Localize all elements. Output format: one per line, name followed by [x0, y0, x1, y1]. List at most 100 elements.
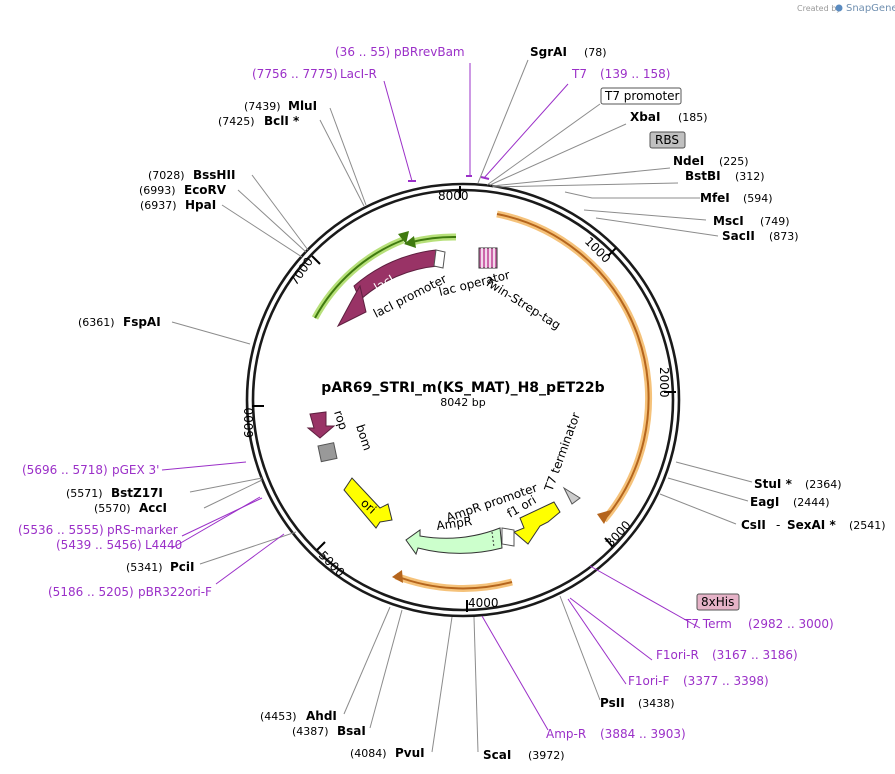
- primer-lacir-name: LacI-R: [340, 67, 377, 81]
- site-xbai-name: XbaI: [630, 110, 660, 124]
- site-sacii-pos: (873): [769, 230, 799, 243]
- snapgene-logo-icon: [835, 4, 843, 12]
- twin-strep-label: Twin-Strep-tag: [482, 274, 564, 332]
- site-xbai-pos: (185): [678, 111, 708, 124]
- orf-arc-green-1: [311, 231, 409, 320]
- laci-feature: [336, 249, 439, 328]
- tick-2000: 2000: [657, 367, 671, 398]
- site-sacii-name: SacII: [722, 229, 755, 243]
- site-bsai-name: BsaI: [337, 724, 366, 738]
- site-bstbi-pos: (312): [735, 170, 765, 183]
- laci-promoter-block: [433, 249, 446, 269]
- primer-prsmarker-name: pRS-marker: [107, 523, 178, 537]
- ampr-feature: [405, 527, 503, 556]
- t7-promoter-label: T7 promoter: [604, 89, 680, 103]
- credit-text: Created by: [797, 4, 841, 13]
- credit-brand: SnapGene: [846, 3, 895, 14]
- primer-ampr-range: (3884 .. 3903): [600, 727, 686, 741]
- site-msci-pos: (749): [760, 215, 790, 228]
- t7-promoter-box: [600, 87, 682, 105]
- site-mlui-name: MluI: [288, 99, 317, 113]
- site-mfei-name: MfeI: [700, 191, 730, 205]
- primer-f1orif-name: F1ori-F: [628, 674, 669, 688]
- site-ecorv-name: EcoRV: [184, 183, 227, 197]
- site-sexai-name: SexAI *: [787, 518, 836, 532]
- site-bsai-pos: (4387): [292, 725, 329, 738]
- tick-8000: 8000: [438, 189, 469, 203]
- plasmid-size: 8042 bp: [440, 396, 485, 409]
- site-csii-name: CsII: [741, 518, 766, 532]
- site-sexai-prefix: -: [776, 518, 780, 532]
- primer-t7term-range: (2982 .. 3000): [748, 617, 834, 631]
- plasmid-name: pAR69_STRI_m(KS_MAT)_H8_pET22b: [321, 380, 604, 396]
- primer-pbrrevbam-name: pBRrevBam: [394, 45, 465, 59]
- site-ecorv-pos: (6993): [139, 184, 176, 197]
- primer-t7-range: (139 .. 158): [600, 67, 670, 81]
- orf-arc-large: [496, 210, 653, 524]
- site-ahdi-pos: (4453): [260, 710, 297, 723]
- site-ahdi-name: AhdI: [306, 709, 337, 723]
- t7-terminator-block: [562, 486, 581, 505]
- primer-l4440-range: (5439 .. 5456): [56, 538, 142, 552]
- bom-label: bom: [353, 423, 375, 453]
- primer-l4440-name: L4440: [145, 538, 182, 552]
- rbs-label: RBS: [655, 133, 679, 147]
- site-psii-name: PsII: [600, 696, 625, 710]
- site-scai-name: ScaI: [483, 748, 511, 762]
- his-tag-label: 8xHis: [701, 595, 734, 609]
- site-scai-pos: (3972): [528, 749, 565, 762]
- ampr-promoter-block: [501, 527, 515, 547]
- orf-arc-small: [392, 570, 513, 592]
- twin-strep-block: [478, 247, 498, 269]
- site-mfei-pos: (594): [743, 192, 773, 205]
- tick-6000: 6000: [242, 407, 256, 438]
- ampr-divider: [491, 531, 495, 548]
- tick-3000: 3000: [603, 518, 634, 550]
- tick-marks: [252, 186, 676, 612]
- site-pvui-name: PvuI: [395, 746, 425, 760]
- primer-pbr322orif-name: pBR322ori-F: [138, 585, 212, 599]
- bom-feature: [317, 442, 338, 463]
- primer-ampr-name: Amp-R: [546, 727, 586, 741]
- site-bcli-pos: (7425): [218, 115, 255, 128]
- f1-ori-feature: [513, 501, 561, 545]
- site-csii-pos: (2541): [849, 519, 886, 532]
- primer-pbr322orif-range: (5186 .. 5205): [48, 585, 134, 599]
- primer-pgex3-range: (5696 .. 5718): [22, 463, 108, 477]
- tick-7000: 7000: [287, 255, 316, 288]
- site-pcii-name: PciI: [170, 560, 195, 574]
- site-sgrai-name: SgrAI: [530, 45, 567, 59]
- site-bstz17i-pos: (5571): [66, 487, 103, 500]
- primer-pbrrevbam-range: (36 .. 55): [335, 45, 390, 59]
- site-mlui-pos: (7439): [244, 100, 281, 113]
- primer-lacir-range: (7756 .. 7775): [252, 67, 338, 81]
- primer-pgex3-name: pGEX 3': [112, 463, 159, 477]
- site-bsshii-name: BssHII: [193, 168, 235, 182]
- primer-t7term-name: T7 Term: [683, 617, 732, 631]
- primer-f1orir-range: (3167 .. 3186): [712, 648, 798, 662]
- site-hpai-pos: (6937): [140, 199, 177, 212]
- rop-feature: [306, 411, 336, 439]
- site-bstz17i-name: BstZ17I: [111, 486, 163, 500]
- primer-t7-name: T7: [571, 67, 587, 81]
- site-stui-name: StuI *: [754, 477, 793, 491]
- primer-leader-lines: [161, 63, 701, 731]
- site-bstbi-name: BstBI: [685, 169, 721, 183]
- site-acci-name: AccI: [139, 501, 167, 515]
- backbone: [245, 182, 681, 618]
- rop-label: rop: [331, 409, 350, 432]
- tick-4000: 4000: [468, 596, 499, 610]
- site-msci-name: MscI: [713, 214, 744, 228]
- site-ndei-pos: (225): [719, 155, 749, 168]
- rbs-box: [649, 131, 686, 149]
- site-bsshii-pos: (7028): [148, 169, 185, 182]
- his-tag-box: [696, 593, 740, 611]
- site-pvui-pos: (4084): [350, 747, 387, 760]
- primer-f1orir-name: F1ori-R: [656, 648, 699, 662]
- site-stui-pos: (2364): [805, 478, 842, 491]
- t7-terminator-label: T7 terminator: [541, 411, 583, 494]
- site-eagi-name: EagI: [750, 495, 779, 509]
- site-psii-pos: (3438): [638, 697, 675, 710]
- site-fspai-pos: (6361): [78, 316, 115, 329]
